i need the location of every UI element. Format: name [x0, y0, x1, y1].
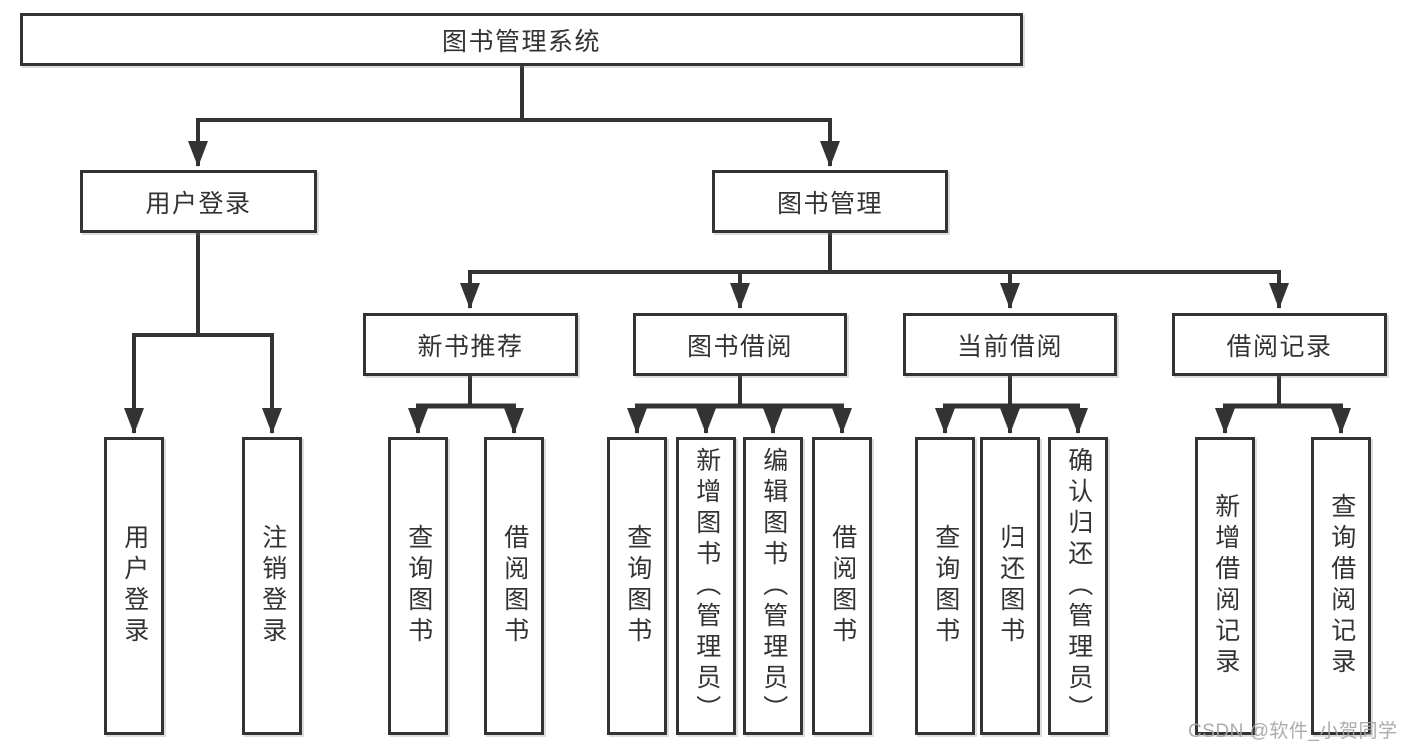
- leaf-user-login: 用户登录: [104, 437, 164, 735]
- node-book-management: 图书管理: [712, 170, 948, 233]
- node-current-borrowing: 当前借阅: [903, 313, 1117, 376]
- leaf-query-borrow-record: 查询借阅记录: [1311, 437, 1371, 735]
- leaf-confirm-return-admin: 确认归还（管理员）: [1048, 437, 1108, 735]
- node-new-book-recommend: 新书推荐: [363, 313, 578, 376]
- node-book-borrowing: 图书借阅: [633, 313, 847, 376]
- node-library-system: 图书管理系统: [20, 13, 1023, 66]
- leaf-return-books: 归还图书: [980, 437, 1040, 735]
- node-borrowing-records: 借阅记录: [1172, 313, 1387, 376]
- leaf-borrow-books-recommend: 借阅图书: [484, 437, 544, 735]
- leaf-add-borrow-record: 新增借阅记录: [1195, 437, 1255, 735]
- leaf-add-books-admin: 新增图书（管理员）: [676, 437, 736, 735]
- leaf-borrow-books-borrowing: 借阅图书: [812, 437, 872, 735]
- leaf-query-books-borrowing: 查询图书: [607, 437, 667, 735]
- leaf-query-books-recommend: 查询图书: [388, 437, 448, 735]
- leaf-logout: 注销登录: [242, 437, 302, 735]
- leaf-query-books-current: 查询图书: [915, 437, 975, 735]
- node-user-login: 用户登录: [80, 170, 317, 233]
- leaf-edit-books-admin: 编辑图书（管理员）: [743, 437, 803, 735]
- csdn-watermark: CSDN @软件_小贺同学: [1188, 721, 1398, 742]
